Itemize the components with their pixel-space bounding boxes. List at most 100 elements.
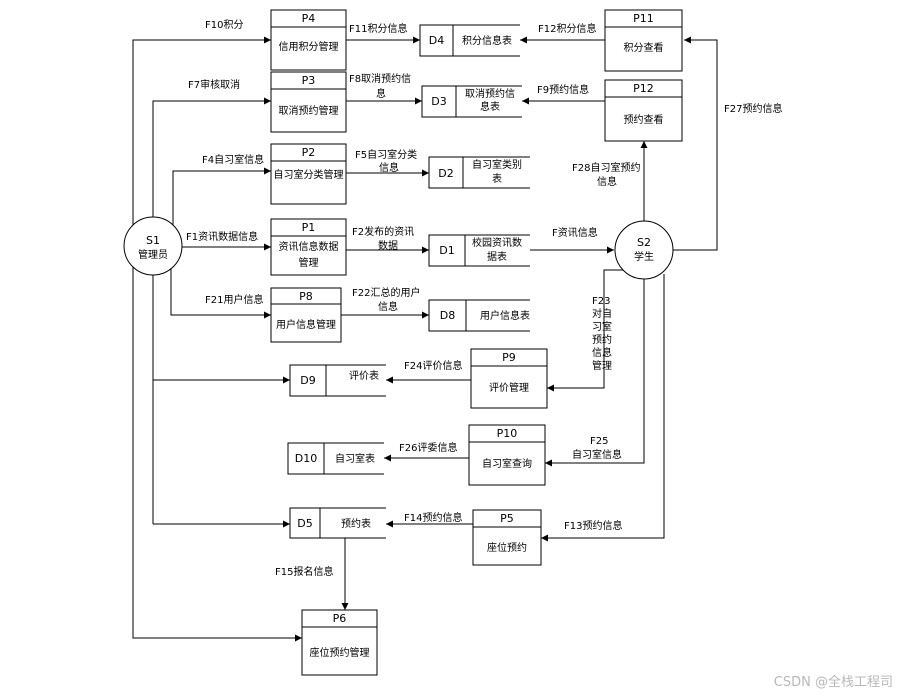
flow-label-f7: F7审核取消 bbox=[188, 78, 240, 91]
process-p5[interactable]: P5 座位预约 bbox=[472, 509, 542, 566]
store-id: D3 bbox=[431, 95, 446, 108]
entity-id: S2 bbox=[637, 236, 651, 249]
process-p1[interactable]: P1 资讯信息数据 管理 bbox=[270, 218, 347, 276]
flow-label-f28-line2: 信息 bbox=[597, 175, 617, 188]
store-label: 积分信息表 bbox=[462, 34, 512, 47]
process-label: 取消预约管理 bbox=[279, 104, 339, 117]
store-d4[interactable]: D4 积分信息表 bbox=[419, 24, 520, 57]
entity-s1[interactable]: S1 管理员 bbox=[123, 216, 183, 276]
flow-label-f26: F26评委信息 bbox=[399, 441, 457, 454]
process-p8[interactable]: P8 用户信息管理 bbox=[270, 287, 342, 343]
process-id: P12 bbox=[633, 82, 654, 95]
flow-label-f8-line1: F8取消预约信 bbox=[349, 72, 411, 85]
store-id: D1 bbox=[439, 244, 454, 257]
store-id: D5 bbox=[297, 517, 312, 530]
store-d9[interactable]: D9 评价表 bbox=[289, 364, 386, 397]
flow-label-f-news: F资讯信息 bbox=[552, 226, 598, 239]
store-label-line1: 自习室类别 bbox=[472, 158, 522, 171]
process-id: P2 bbox=[302, 146, 316, 159]
process-label-line2: 管理 bbox=[299, 256, 319, 269]
flow-label-f9: F9预约信息 bbox=[537, 83, 589, 96]
flow-label-f8-line2: 息 bbox=[376, 87, 386, 100]
process-label: 自习室分类管理 bbox=[274, 168, 344, 181]
store-label: 自习室表 bbox=[335, 452, 375, 465]
store-id: D4 bbox=[429, 34, 444, 47]
store-d8[interactable]: D8 用户信息表 bbox=[428, 299, 530, 332]
process-label: 座位预约管理 bbox=[310, 646, 370, 659]
flow-label-f23-line6: 管理 bbox=[592, 359, 612, 372]
process-label: 信用积分管理 bbox=[279, 40, 339, 53]
process-p2[interactable]: P2 自习室分类管理 bbox=[270, 143, 347, 205]
store-label: 评价表 bbox=[349, 369, 379, 382]
process-label: 自习室查询 bbox=[482, 457, 532, 470]
process-id: P11 bbox=[633, 12, 654, 25]
process-id: P6 bbox=[333, 612, 347, 625]
flow-label-f5-line1: F5自习室分类 bbox=[355, 148, 417, 161]
flow-label-f2-line2: 数据 bbox=[378, 239, 398, 252]
store-d1[interactable]: D1 校园资讯数 据表 bbox=[428, 234, 530, 267]
process-id: P3 bbox=[302, 74, 316, 87]
flow-label-f1: F1资讯数据信息 bbox=[186, 230, 258, 243]
store-label: 用户信息表 bbox=[480, 309, 530, 322]
flow-label-f11: F11积分信息 bbox=[349, 22, 407, 35]
store-label-line2: 息表 bbox=[480, 100, 500, 113]
flow-line-f4 bbox=[172, 167, 271, 232]
store-label-line2: 表 bbox=[492, 172, 502, 185]
flow-label-f4: F4自习室信息 bbox=[202, 153, 264, 166]
store-label-line2: 据表 bbox=[487, 250, 507, 263]
process-id: P9 bbox=[502, 351, 516, 364]
flow-label-f27: F27预约信息 bbox=[724, 102, 782, 115]
process-label: 座位预约 bbox=[487, 541, 527, 554]
flow-label-f15: F15报名信息 bbox=[275, 565, 333, 578]
flow-label-f28-line1: F28自习室预约 bbox=[572, 161, 640, 174]
process-p11[interactable]: P11 积分查看 bbox=[604, 9, 683, 72]
process-p10[interactable]: P10 自习室查询 bbox=[468, 424, 546, 486]
process-id: P5 bbox=[500, 512, 514, 525]
store-d10[interactable]: D10 自习室表 bbox=[287, 442, 384, 475]
process-label: 预约查看 bbox=[624, 113, 664, 126]
process-p3[interactable]: P3 取消预约管理 bbox=[270, 71, 347, 133]
flow-label-f23-line3: 习室 bbox=[592, 320, 612, 333]
flow-line-f25 bbox=[545, 278, 645, 467]
flow-lines bbox=[132, 36, 718, 642]
process-p12[interactable]: P12 预约查看 bbox=[604, 79, 683, 142]
process-p6[interactable]: P6 座位预约管理 bbox=[301, 609, 378, 676]
flow-label-f22-line2: 信息 bbox=[378, 300, 398, 313]
process-label-line1: 资讯信息数据 bbox=[279, 240, 339, 253]
watermark-text: CSDN @全栈工程司 bbox=[774, 674, 893, 690]
flow-label-f23-line1: F23 bbox=[592, 296, 610, 307]
process-label: 积分查看 bbox=[624, 41, 664, 54]
entity-name: 管理员 bbox=[138, 248, 168, 261]
flow-label-f23-line4: 预约 bbox=[592, 333, 612, 346]
flow-line-f7 bbox=[152, 97, 271, 225]
store-label-line1: 取消预约信 bbox=[465, 87, 515, 100]
store-id: D2 bbox=[438, 167, 453, 180]
store-d5[interactable]: D5 预约表 bbox=[289, 507, 386, 539]
flow-label-f13: F13预约信息 bbox=[564, 519, 622, 532]
flow-line-s1-p6 bbox=[132, 265, 302, 642]
store-d2[interactable]: D2 自习室类别 表 bbox=[428, 156, 530, 189]
store-d3[interactable]: D3 取消预约信 息表 bbox=[421, 85, 522, 118]
flow-label-f14: F14预约信息 bbox=[404, 511, 462, 524]
flow-label-f23-line5: 信息 bbox=[592, 346, 612, 359]
flow-label-f25-line2: 自习室信息 bbox=[572, 448, 622, 461]
flow-label-f22-line1: F22汇总的用户 bbox=[352, 286, 420, 299]
process-id: P1 bbox=[302, 221, 316, 234]
flow-line-f23 bbox=[547, 269, 625, 392]
flow-labels: F10积分 F11积分信息 F12积分信息 F7审核取消 F8取消预约信 息 F… bbox=[186, 19, 782, 578]
store-id: D9 bbox=[300, 374, 315, 387]
store-id: D8 bbox=[440, 309, 455, 322]
store-label-line1: 校园资讯数 bbox=[472, 236, 522, 249]
process-label: 评价管理 bbox=[489, 381, 529, 394]
flow-line-f10 bbox=[132, 36, 271, 241]
flow-line-f21 bbox=[170, 264, 271, 319]
flow-label-f25-line1: F25 bbox=[590, 436, 608, 447]
flow-label-f12: F12积分信息 bbox=[538, 22, 596, 35]
entity-s2[interactable]: S2 学生 bbox=[614, 220, 674, 280]
flow-label-f21: F21用户信息 bbox=[205, 293, 263, 306]
process-p9[interactable]: P9 评价管理 bbox=[470, 348, 548, 409]
process-p4[interactable]: P4 信用积分管理 bbox=[270, 9, 347, 71]
store-id: D10 bbox=[295, 452, 317, 465]
flow-label-f24: F24评价信息 bbox=[404, 359, 462, 372]
